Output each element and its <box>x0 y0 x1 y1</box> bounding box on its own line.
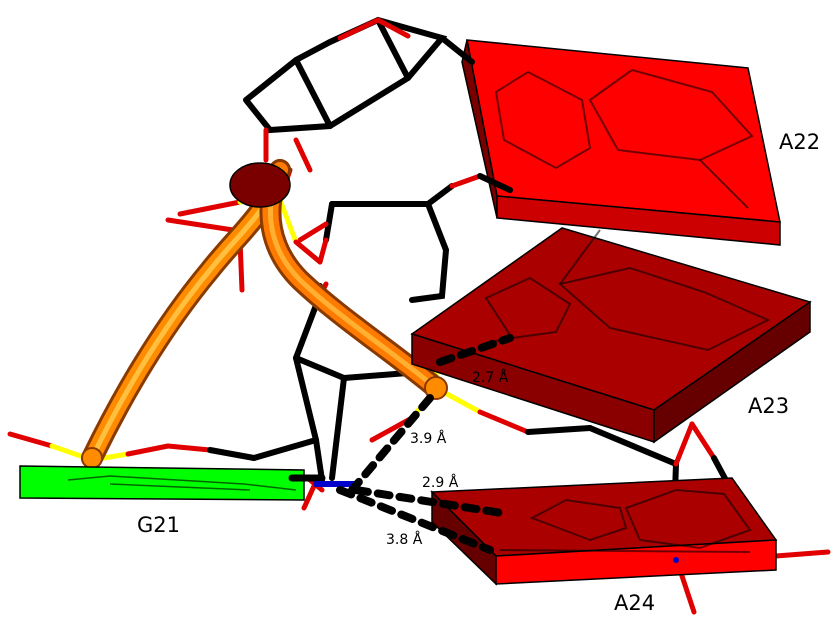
distance-label-2: 3.9 Å <box>410 430 447 447</box>
residue-label-g21: G21 <box>137 513 180 537</box>
hbond-3-8 <box>336 486 494 554</box>
hbond-3-9 <box>348 394 434 494</box>
hydrogen-bonds <box>336 334 514 554</box>
distance-label-1: 2.7 Å <box>472 369 509 386</box>
residue-label-a24: A24 <box>614 591 655 615</box>
distance-label-4: 3.8 Å <box>386 531 423 548</box>
residue-label-a23: A23 <box>748 394 789 418</box>
distance-label-3: 2.9 Å <box>422 474 459 491</box>
backbone-tube <box>81 159 448 469</box>
a24-base-plate <box>430 477 778 586</box>
g21-base-plate <box>19 465 359 501</box>
residue-label-a22: A22 <box>779 130 820 154</box>
a22-base-plate <box>461 39 781 246</box>
hbond-2-7 <box>436 334 514 366</box>
a23-base-plate <box>410 227 812 444</box>
hbond-2-9 <box>352 486 512 518</box>
